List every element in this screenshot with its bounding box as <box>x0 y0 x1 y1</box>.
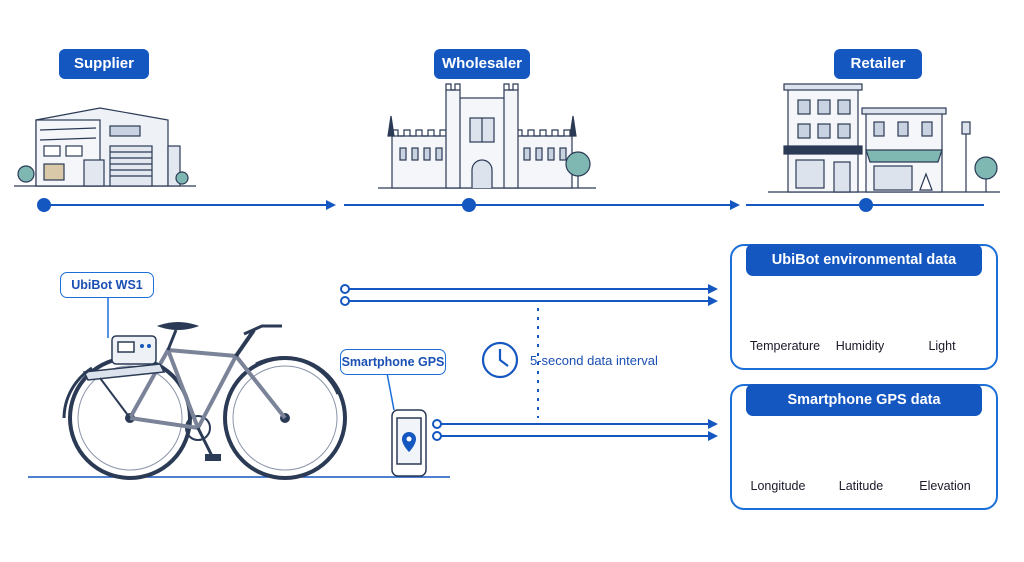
stage-label-supplier: Supplier <box>59 49 149 79</box>
stage-label-retailer: Retailer <box>834 49 922 79</box>
label-light: Light <box>928 339 956 353</box>
label-temperature: Temperature <box>749 339 821 353</box>
gps-data-panel: Smartphone GPS data <box>730 384 998 510</box>
wholesaler-castle-icon <box>378 83 596 189</box>
smartphone-icon <box>391 409 427 477</box>
timeline-node-retailer <box>859 198 873 212</box>
env-data-panel: UbiBot environmental data <box>730 244 998 370</box>
bicycle-icon <box>28 322 450 480</box>
data-flow-arrows <box>340 284 718 441</box>
ubibot-ws1-callout: UbiBot WS1 <box>60 272 154 298</box>
supply-chain-timeline <box>37 198 984 212</box>
label-humidity: Humidity <box>835 339 885 353</box>
gps-panel-title: Smartphone GPS data <box>746 384 982 416</box>
timeline-node-supplier <box>37 198 51 212</box>
retailer-storefront-icon <box>768 83 1000 193</box>
clock-icon <box>481 341 519 379</box>
label-latitude: Latitude <box>838 479 884 493</box>
timeline-node-wholesaler <box>462 198 476 212</box>
interval-label: 5-second data interval <box>530 353 658 368</box>
env-panel-title: UbiBot environmental data <box>746 244 982 276</box>
stage-label-wholesaler: Wholesaler <box>434 49 530 79</box>
label-elevation: Elevation <box>919 479 971 493</box>
smartphone-gps-callout: Smartphone GPS <box>340 349 446 375</box>
supplier-warehouse-icon <box>14 107 196 187</box>
label-longitude: Longitude <box>750 479 806 493</box>
ubibot-device-icon <box>111 335 157 365</box>
